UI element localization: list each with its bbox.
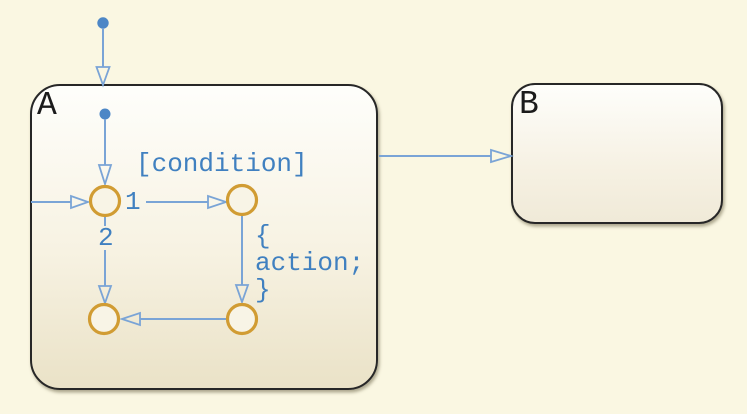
arrowhead-icon	[97, 285, 113, 306]
arrowhead-icon	[490, 148, 515, 164]
junction-bottom-right[interactable]	[225, 302, 259, 336]
transition-junction-tr-to-br[interactable]	[234, 216, 250, 305]
default-transition-to-state-a[interactable]	[95, 17, 111, 88]
junction-top-right[interactable]	[225, 183, 259, 217]
state-b-name[interactable]: B	[519, 86, 539, 123]
state-a[interactable]	[30, 84, 378, 390]
transition-label-branch-1[interactable]: 1	[125, 187, 141, 217]
default-transition-dot[interactable]	[99, 108, 111, 120]
transition-label-action[interactable]: { action; }	[255, 221, 365, 305]
junction-bottom-left[interactable]	[87, 302, 121, 336]
arrowhead-icon	[97, 164, 113, 187]
arrowhead-icon	[234, 284, 250, 305]
transition-label-condition[interactable]: [condition]	[136, 149, 308, 179]
arrowhead-icon	[119, 311, 141, 327]
transition-a-to-b[interactable]	[379, 148, 515, 164]
transition-junction-tl-to-bl[interactable]	[97, 216, 113, 306]
state-b[interactable]	[511, 83, 723, 224]
junction-top-left[interactable]	[88, 184, 122, 218]
transition-entry-to-junction-tl[interactable]	[31, 194, 91, 210]
transition-junction-tl-to-tr[interactable]	[146, 194, 229, 210]
arrowhead-icon	[207, 194, 229, 210]
arrowhead-icon	[95, 66, 111, 88]
default-transition-to-junction[interactable]	[97, 108, 113, 187]
state-a-name[interactable]: A	[37, 87, 57, 124]
transition-junction-br-to-bl[interactable]	[119, 311, 227, 327]
default-transition-dot[interactable]	[97, 17, 109, 29]
transition-label-branch-2[interactable]: 2	[98, 223, 114, 253]
arrowhead-icon	[70, 194, 91, 210]
